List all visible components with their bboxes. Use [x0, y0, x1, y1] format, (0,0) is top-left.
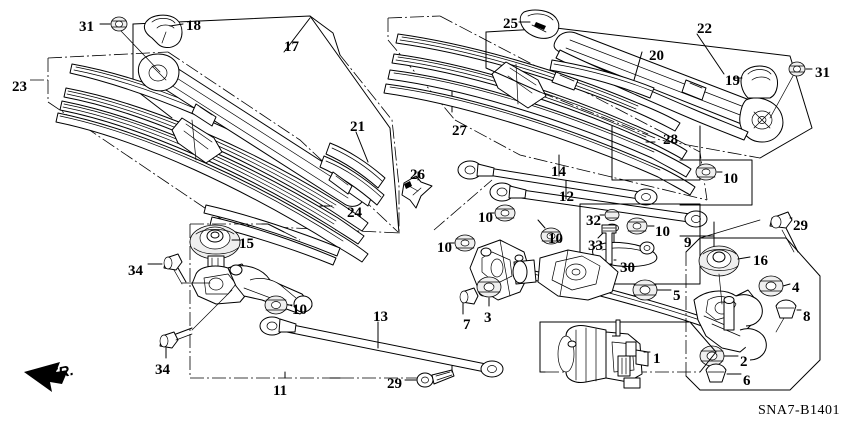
linkage-main-bar — [512, 249, 737, 339]
part-10-nut-d — [540, 227, 562, 245]
callout-1: 1 — [653, 351, 661, 367]
callout-5: 5 — [673, 288, 681, 304]
part-13-link-rod-b — [259, 316, 504, 378]
leader-10-d — [537, 219, 546, 229]
callout-7: 7 — [463, 317, 471, 333]
right-pivot-fork — [693, 289, 767, 361]
callout-23: 23 — [12, 79, 27, 95]
part-17-wiper-arm-driver — [138, 53, 373, 207]
leader-31-to-arm — [120, 30, 161, 73]
leader-16 — [737, 256, 751, 260]
leader-16-to-pivot — [718, 273, 723, 305]
part-18-arm-cap — [143, 14, 183, 48]
part-14-link-rod-c — [457, 160, 658, 206]
leader-18 — [169, 23, 184, 27]
callout-10: 10 — [437, 240, 452, 256]
part-7-collar — [459, 287, 479, 305]
leader-28-bracket — [611, 125, 701, 181]
callout-34: 34 — [155, 362, 170, 378]
part-4-bushing — [758, 275, 784, 297]
callout-8: 8 — [803, 309, 811, 325]
part-25-blade-end-cap — [519, 9, 560, 39]
part-29-bolt-bottom — [416, 365, 455, 388]
part-31-nut-right — [788, 61, 806, 77]
callout-31: 31 — [79, 19, 94, 35]
part-34-bolt-upper — [163, 253, 187, 285]
part-19-arm-cap — [740, 65, 778, 99]
callout-28: 28 — [663, 132, 678, 148]
part-16-pivot-cap — [698, 245, 740, 277]
callout-26: 26 — [410, 167, 425, 183]
leader-20 — [633, 51, 643, 81]
callout-30: 30 — [620, 260, 635, 276]
callout-15: 15 — [239, 236, 254, 252]
part-10-nut-a — [695, 163, 717, 181]
leader-12-ext — [433, 179, 493, 231]
part-26-clip — [401, 175, 433, 209]
group-box-right-pivot — [685, 219, 821, 391]
part-12-link-rod-a — [489, 182, 708, 228]
part-32-nut — [604, 209, 620, 221]
part-31-nut-left — [110, 16, 128, 32]
part-29-bolt-right — [769, 211, 799, 253]
fr-arrow-icon — [24, 362, 68, 392]
part-10-nut-c — [454, 234, 476, 252]
callout-24: 24 — [347, 205, 362, 221]
callout-27: 27 — [452, 123, 467, 139]
callout-19: 19 — [725, 73, 740, 89]
part-5-bushing — [632, 279, 658, 301]
leader-4 — [782, 283, 791, 287]
part-21-blade-rubber — [319, 142, 386, 206]
callout-11: 11 — [273, 383, 288, 399]
callout-17: 17 — [284, 39, 299, 55]
leader-21 — [355, 131, 369, 163]
callout-2: 2 — [740, 354, 748, 370]
callout-31: 31 — [815, 65, 830, 81]
part-27-wiper-blade-passenger — [383, 33, 696, 196]
part-1-wiper-motor — [557, 319, 649, 389]
callout-33: 33 — [588, 238, 603, 254]
part-10-nut-f — [264, 295, 288, 315]
part-10-nut-e — [626, 217, 648, 235]
part-15-rear-wiper-motor — [189, 224, 313, 315]
diagram-code-label: SNA7-B1401 — [757, 403, 840, 418]
callout-18: 18 — [186, 18, 201, 34]
callout-21: 21 — [350, 119, 365, 135]
callout-13: 13 — [373, 309, 388, 325]
callout-20: 20 — [649, 48, 664, 64]
callout-12: 12 — [559, 189, 574, 205]
group-box-10-a — [679, 159, 753, 206]
callout-29: 29 — [387, 376, 402, 392]
leader-8-ext — [775, 317, 785, 333]
callout-6: 6 — [743, 373, 751, 389]
callout-9: 9 — [684, 235, 692, 251]
callout-10: 10 — [655, 224, 670, 240]
part-30-bolt — [601, 224, 617, 265]
part-34-bolt-lower — [159, 327, 193, 349]
part-23-wiper-blade-driver — [55, 63, 369, 266]
part-2-bushing — [699, 345, 725, 367]
callout-4: 4 — [792, 280, 800, 296]
leader-31r-to-arm — [769, 75, 794, 119]
callout-3: 3 — [484, 310, 492, 326]
part-10-nut-b — [494, 204, 516, 222]
callout-34: 34 — [128, 263, 143, 279]
part-6-cap-nut — [705, 363, 727, 383]
callout-22: 22 — [697, 21, 712, 37]
group-box-11 — [189, 223, 420, 379]
callout-14: 14 — [551, 164, 566, 180]
callout-25: 25 — [503, 16, 518, 32]
callout-16: 16 — [753, 253, 768, 269]
callout-10: 10 — [292, 302, 307, 318]
part-20-blade-rubber — [549, 59, 655, 99]
part-8-cap-nut — [775, 299, 797, 319]
part-3-bushing — [476, 276, 502, 298]
leader-34-lower-ext — [191, 289, 233, 331]
callout-32: 32 — [586, 213, 601, 229]
callout-10: 10 — [478, 210, 493, 226]
callout-10: 10 — [548, 231, 563, 247]
callout-10: 10 — [723, 171, 738, 187]
callout-29: 29 — [793, 218, 808, 234]
